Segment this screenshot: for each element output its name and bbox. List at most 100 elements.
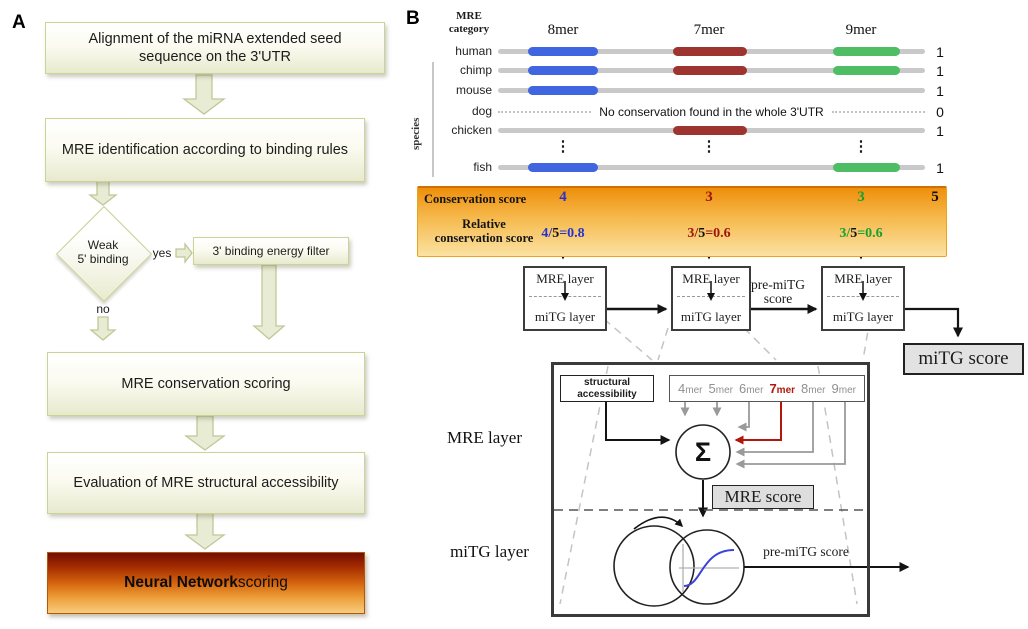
conservation-score-label: Conservation score <box>424 192 527 206</box>
conservation-value-total: 5 <box>931 189 939 205</box>
segment-7mer <box>673 126 747 135</box>
species-fish: fish <box>473 160 492 174</box>
dotted-line-right <box>831 111 926 113</box>
utr-line <box>498 165 925 170</box>
utr-bar-chicken <box>498 126 925 135</box>
down-arrow-icon <box>707 281 715 301</box>
relative-conservation-label: Relative conservation score <box>424 217 544 246</box>
mer-9: 9mer <box>831 380 856 396</box>
species-human: human <box>455 44 492 58</box>
conserved-flag-chimp: 1 <box>936 63 944 79</box>
mer-4: 4mer <box>678 380 703 396</box>
sum-circle <box>675 424 731 480</box>
mitg-layer-label: miTG layer <box>832 309 894 324</box>
pre-mitg-score-out-label: pre-miTG score <box>763 544 849 559</box>
rel3-result: =0.6 <box>857 226 883 241</box>
arrow-step2-decision <box>88 180 118 206</box>
header-7mer: 7mer <box>693 22 725 38</box>
mitg-score-text: miTG score <box>918 348 1009 369</box>
sigmoid-plot <box>679 544 739 592</box>
layer-box-3: MRE layer miTG layer <box>821 266 905 331</box>
segment-9mer <box>833 163 900 172</box>
neuron-circle <box>613 525 695 607</box>
conserved-flag-dog: 0 <box>936 104 944 120</box>
rel2-den: 5 <box>698 226 706 241</box>
flow-box-mre-identification-text: MRE identification according to binding … <box>61 141 349 158</box>
arrow-step3-step4 <box>184 415 226 451</box>
utr-bar-dog: No conservation found in the whole 3'UTR <box>498 105 926 119</box>
neural-network-bold: Neural Network <box>124 574 238 591</box>
mer-6: 6mer <box>738 380 764 396</box>
sigma-symbol: Σ <box>694 436 712 467</box>
relative-score-3: 3/5=0.6 <box>823 226 899 242</box>
conserved-flag-fish: 1 <box>936 160 944 176</box>
structural-accessibility-box: structural accessibility <box>560 375 654 402</box>
rel2-result: =0.6 <box>705 226 731 241</box>
layer-box-1: MRE layer miTG layer <box>523 266 607 331</box>
segment-7mer <box>673 47 747 56</box>
conservation-value-3: 3 <box>857 189 865 205</box>
species-chimp: chimp <box>459 63 492 77</box>
species-chicken: chicken <box>451 123 492 137</box>
pre-mitg-line2: score <box>763 291 793 307</box>
flow-box-structural-accessibility: Evaluation of MRE structural accessibili… <box>47 452 365 514</box>
mer-input-arrows <box>680 402 846 469</box>
rel2-num: 3/ <box>687 226 699 241</box>
flow-box-neural-network: Neural Network scoring <box>47 552 365 614</box>
mitg-layer-label: miTG layer <box>534 309 596 324</box>
mitg-score-box: miTG score <box>903 343 1024 375</box>
rel1-den: 5 <box>552 226 560 241</box>
detail-box <box>551 362 870 617</box>
no-conservation-text: No conservation found in the whole 3'UTR <box>599 105 824 119</box>
mre-layer-label: MRE layer <box>834 271 892 286</box>
relative-score-2: 3/5=0.6 <box>671 226 747 242</box>
mer-8: 8mer <box>801 380 826 396</box>
arrow-yes-right <box>175 242 193 264</box>
utr-bar-fish <box>498 163 925 172</box>
arrow-filter-down <box>252 264 286 340</box>
conserved-flag-human: 1 <box>936 44 944 60</box>
rel3-num: 3/ <box>839 226 851 241</box>
structural-arrow <box>605 401 671 445</box>
mitg-layer-side-label: miTG layer <box>450 542 529 561</box>
species-dog: dog <box>471 104 492 118</box>
segment-9mer <box>833 47 900 56</box>
relative-label-line1: Relative <box>462 217 506 231</box>
down-arrow-icon <box>859 281 867 301</box>
utr-bar-mouse <box>498 86 925 95</box>
mer-5: 5mer <box>708 380 733 396</box>
neural-network-rest: scoring <box>237 574 288 591</box>
relative-score-1: 4/5=0.8 <box>525 226 601 242</box>
yes-label: yes <box>152 246 172 260</box>
flow-box-conservation-scoring-text: MRE conservation scoring <box>121 375 291 392</box>
mre-category-label: MRE category <box>440 10 498 36</box>
decision-diamond-text: Weak 5' binding <box>63 238 143 267</box>
flow-box-alignment-text: Alignment of the miRNA extended seed seq… <box>88 30 342 65</box>
header-8mer: 8mer <box>547 22 579 38</box>
arrow-step1-step2 <box>182 74 226 115</box>
flow-box-alignment: Alignment of the miRNA extended seed seq… <box>45 22 385 74</box>
segment-8mer <box>528 163 598 172</box>
segment-7mer <box>673 66 747 75</box>
conserved-flag-chicken: 1 <box>936 123 944 139</box>
mre-layer-label: MRE layer <box>682 271 740 286</box>
mre-layer-label: MRE layer <box>536 271 594 286</box>
flow-box-binding-energy-filter: 3' binding energy filter <box>193 237 349 265</box>
structural-line1: structural <box>583 377 631 388</box>
segment-8mer <box>528 66 598 75</box>
rel1-result: =0.8 <box>559 226 585 241</box>
ellipsis-col2: ⋮ <box>701 139 717 155</box>
mre-category-line2: category <box>448 23 490 36</box>
mre-layer-side-label: MRE layer <box>446 428 523 447</box>
ellipsis-col1: ⋮ <box>555 139 571 155</box>
no-label: no <box>96 302 110 316</box>
panel-b-label: B <box>406 8 420 29</box>
utr-bar-human <box>498 47 925 56</box>
relative-label-line2: conservation score <box>434 231 534 246</box>
flow-box-conservation-scoring: MRE conservation scoring <box>47 352 365 416</box>
rel1-num: 4/ <box>541 226 553 241</box>
mitg-layer-label: miTG layer <box>680 309 742 324</box>
mre-category-line1: MRE <box>456 10 482 22</box>
neuron-to-sigmoid-arrow <box>633 516 684 530</box>
